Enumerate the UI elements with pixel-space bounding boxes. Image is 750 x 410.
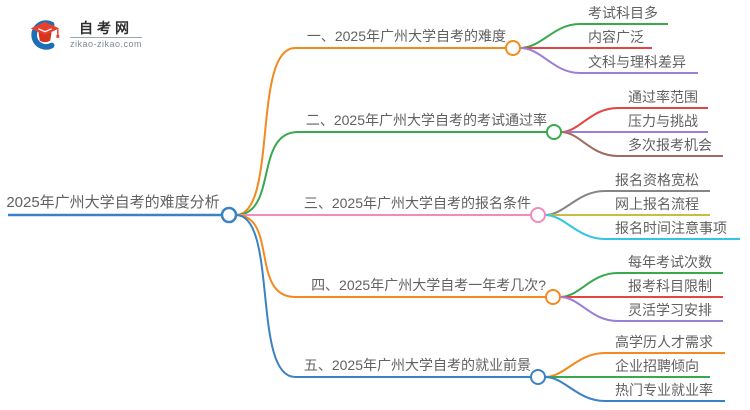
branch-1-label[interactable]: 一、2025年广州大学自考的难度 bbox=[306, 28, 506, 44]
branch-4-connector bbox=[235, 214, 546, 298]
branch-5-connector bbox=[235, 214, 531, 378]
leaf-1-3-connector bbox=[519, 47, 698, 74]
root-node-label[interactable]: 2025年广州大学自考的难度分析 bbox=[6, 194, 220, 211]
leaf-4-2-label[interactable]: 报考科目限制 bbox=[628, 278, 712, 294]
branch-2-node-circle[interactable] bbox=[546, 124, 562, 140]
branch-1-node-circle[interactable] bbox=[505, 40, 521, 56]
logo-divider bbox=[70, 37, 143, 38]
leaf-5-3-connector bbox=[544, 376, 725, 402]
branch-3-label[interactable]: 三、2025年广州大学自考的报名条件 bbox=[303, 195, 531, 211]
leaf-3-2-label[interactable]: 网上报名流程 bbox=[615, 196, 699, 212]
branch-5-label[interactable]: 五、2025年广州大学自考的就业前景 bbox=[303, 357, 531, 373]
logo-text: 自考网 zikao-zikao.com bbox=[70, 20, 143, 50]
leaf-2-3-connector bbox=[560, 131, 723, 157]
leaf-4-3-connector bbox=[559, 296, 723, 322]
leaf-5-2-label[interactable]: 企业招聘倾向 bbox=[615, 358, 699, 374]
leaf-2-3-label[interactable]: 多次报考机会 bbox=[628, 137, 712, 153]
branch-4-node-circle[interactable] bbox=[545, 289, 561, 305]
leaf-5-3-label[interactable]: 热门专业就业率 bbox=[615, 382, 713, 398]
logo-graduation-cap-icon bbox=[30, 20, 60, 50]
leaf-1-2-label[interactable]: 内容广泛 bbox=[588, 29, 644, 45]
branch-4-label[interactable]: 四、2025年广州大学自考一年考几次? bbox=[311, 277, 546, 293]
branch-2-label[interactable]: 二、2025年广州大学自考的考试通过率 bbox=[305, 112, 547, 128]
branch-1-connector bbox=[235, 47, 506, 216]
leaf-3-1-label[interactable]: 报名资格宽松 bbox=[615, 172, 699, 188]
leaf-5-1-label[interactable]: 高学历人才需求 bbox=[615, 334, 713, 350]
branch-5-node-circle[interactable] bbox=[530, 369, 546, 385]
root-node-circle[interactable] bbox=[220, 206, 238, 224]
logo-title: 自考网 bbox=[79, 20, 134, 36]
leaf-2-1-label[interactable]: 通过率范围 bbox=[628, 89, 698, 105]
leaf-3-3-connector bbox=[544, 214, 740, 240]
branch-3-node-circle[interactable] bbox=[530, 207, 546, 223]
leaf-1-3-label[interactable]: 文科与理科差异 bbox=[588, 54, 686, 70]
branch-2-connector bbox=[235, 131, 547, 216]
logo-domain: zikao-zikao.com bbox=[70, 39, 143, 49]
leaf-4-1-label[interactable]: 每年考试次数 bbox=[628, 254, 712, 270]
logo: 自考网 zikao-zikao.com bbox=[26, 18, 143, 52]
leaf-4-3-label[interactable]: 灵活学习安排 bbox=[628, 302, 712, 318]
leaf-2-2-label[interactable]: 压力与挑战 bbox=[628, 113, 698, 129]
leaf-3-3-label[interactable]: 报名时间注意事项 bbox=[615, 220, 727, 236]
leaf-1-1-label[interactable]: 考试科目多 bbox=[588, 5, 658, 21]
